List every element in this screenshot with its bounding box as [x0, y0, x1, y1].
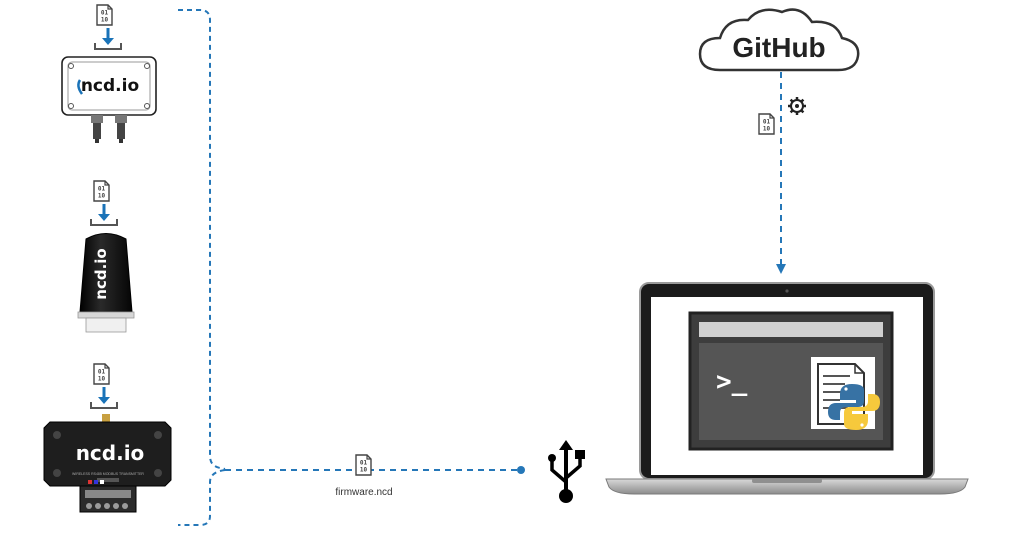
python-file-icon: [811, 357, 880, 430]
binary-file-icon: [355, 454, 372, 476]
download-arrow-icon: [89, 385, 119, 410]
device-bracket: [178, 9, 226, 526]
device-brand-label: ncd.io: [92, 248, 110, 299]
download-arrow-icon: [89, 202, 119, 227]
binary-file-icon: [758, 113, 775, 135]
usb-connection-dot: [517, 466, 525, 474]
device-transmitter: ncd.io WIRELESS RS485 MODBUS TRANSMITTER: [43, 363, 172, 513]
gear-icon: [788, 97, 806, 115]
cloud-icon: [698, 8, 860, 72]
terminal-icon: >_: [716, 367, 748, 397]
github-download-arrowhead: [776, 264, 786, 274]
github-label: GitHub: [732, 32, 825, 63]
download-arrow-icon: [93, 26, 123, 51]
binary-file-icon: [96, 4, 113, 26]
compiled-firmware: [758, 97, 806, 135]
binary-file-icon: [93, 180, 110, 202]
firmware-filename-label: firmware.ncd: [335, 487, 392, 498]
firmware-file: firmware.ncd: [335, 454, 393, 498]
device-gateway: ncd.io: [61, 4, 157, 143]
usb-icon: [548, 440, 585, 503]
binary-file-icon: [93, 363, 110, 385]
module-caption: WIRELESS RS485 MODBUS TRANSMITTER: [72, 472, 144, 476]
laptop-icon: >_: [605, 282, 969, 495]
github-cloud: GitHub: [698, 8, 860, 72]
device-sensor: ncd.io: [77, 180, 135, 333]
device-brand-label: ncd.io: [76, 441, 145, 465]
device-brand-label: ncd.io: [81, 76, 139, 96]
